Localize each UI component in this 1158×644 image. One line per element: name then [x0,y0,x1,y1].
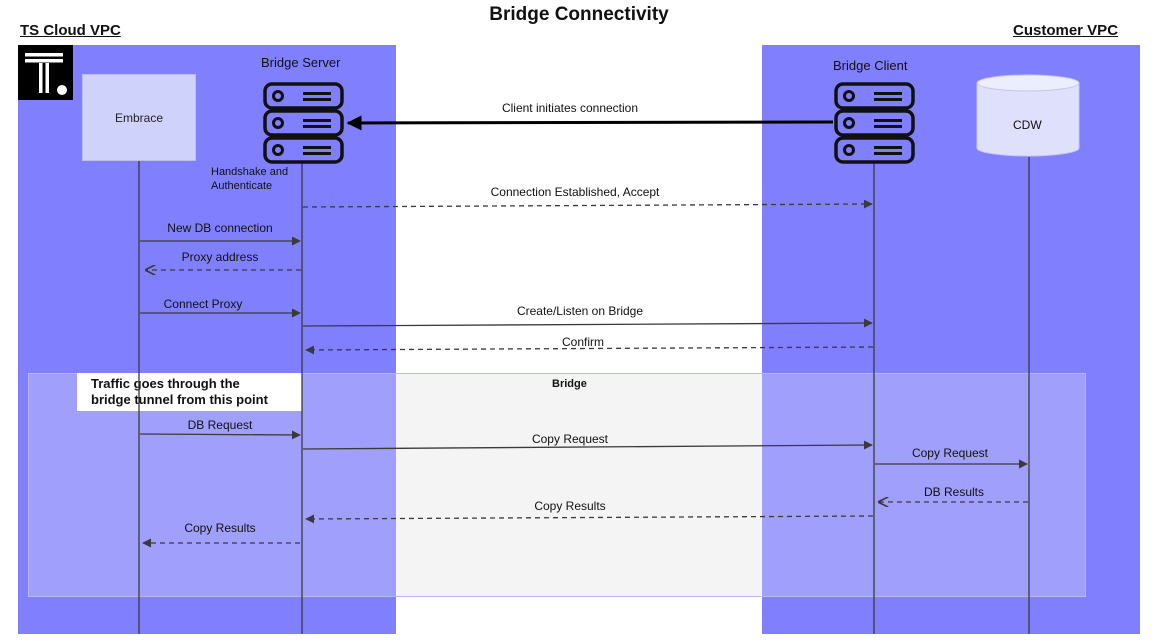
msg-copy-results-server-label: Copy Results [184,521,256,535]
msg-new-db-connection-label: New DB connection [167,221,273,235]
msg-db-request-line [139,430,301,440]
msg-connection-established-label: Connection Established, Accept [490,185,660,199]
msg-db-results-label: DB Results [923,485,985,499]
customer-vpc-label: Customer VPC [1013,22,1119,39]
msg-client-initiates-label: Client initiates connection [501,101,639,115]
cdw-label: CDW [1013,118,1042,132]
msg-confirm-label: Confirm [561,335,604,349]
msg-db-request-label: DB Request [187,418,253,432]
ts-logo-glyph [25,53,67,95]
traffic-note: Traffic goes through the bridge tunnel f… [77,373,302,411]
ts-cloud-vpc-label: TS Cloud VPC [20,22,121,39]
bridge-server-label: Bridge Server [261,55,341,70]
msg-copy-results-client-line [305,514,874,524]
msg-connect-proxy-label: Connect Proxy [163,297,243,311]
msg-create-listen-label: Create/Listen on Bridge [516,304,644,318]
embrace-participant: Embrace [82,74,196,161]
msg-confirm-line [305,345,874,355]
msg-copy-request-server-label: Copy Request [531,432,609,446]
bridge-zone-middle [396,373,762,597]
embrace-label: Embrace [114,110,164,125]
msg-proxy-address-label: Proxy address [181,250,259,264]
msg-connection-established-line [302,199,873,209]
diagram-title: Bridge Connectivity [489,4,669,25]
ts-logo-icon [18,45,73,100]
msg-copy-request-server-line [302,440,873,450]
bridge-server-icon [263,82,344,164]
msg-copy-request-client-label: Copy Request [911,446,989,460]
msg-create-listen-line [302,318,873,328]
database-cylinder-icon [976,74,1080,157]
handshake-label: Handshake and Authenticate [211,166,289,192]
msg-client-initiates-line [346,115,834,131]
msg-copy-results-client-label: Copy Results [534,499,606,513]
bridge-client-icon [834,82,915,164]
bridge-client-label: Bridge Client [833,58,908,73]
ts-cloud-vpc-region [18,45,396,634]
bridge-zone-label: Bridge [552,378,587,390]
